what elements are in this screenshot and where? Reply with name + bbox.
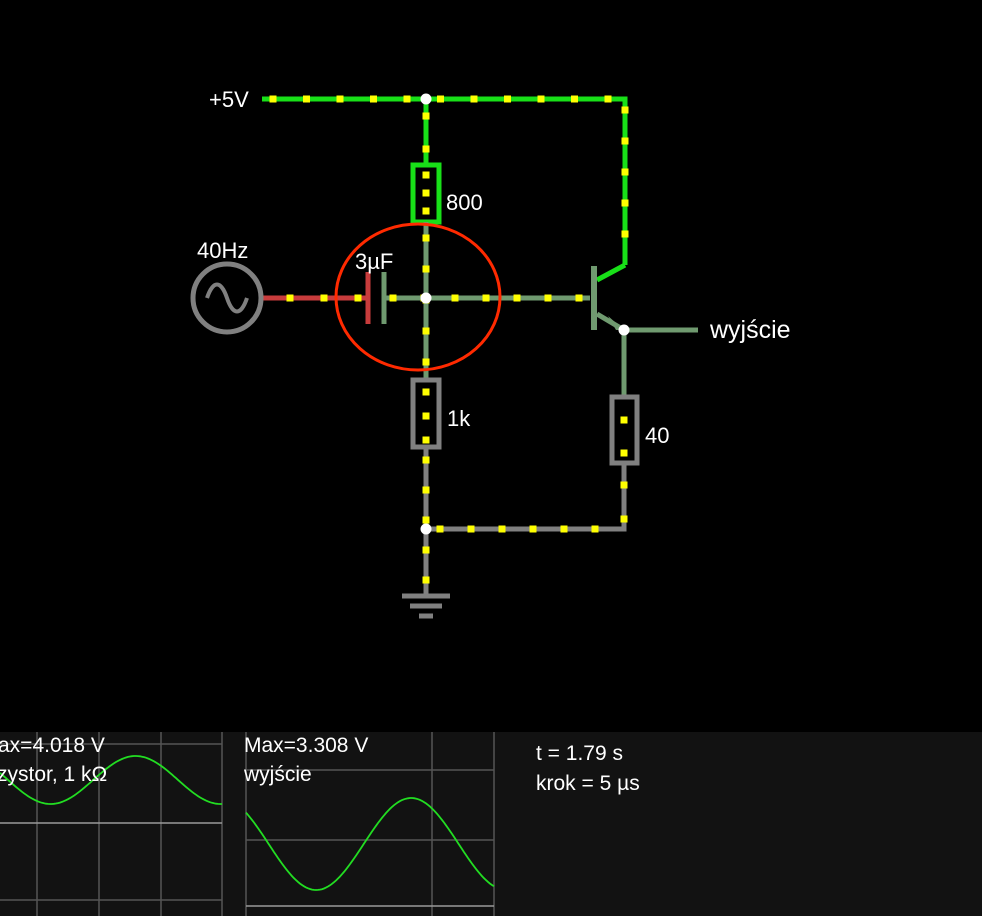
scope-1[interactable]	[0, 732, 226, 916]
current-dot	[498, 525, 506, 533]
current-dot	[537, 95, 545, 103]
scope-2-name: wyjście	[244, 763, 312, 786]
current-dot	[303, 95, 310, 103]
sim-step-label: krok = 5 µs	[536, 772, 640, 795]
current-dot	[620, 515, 628, 523]
current-dot	[575, 294, 583, 302]
supply-label: +5V	[209, 87, 249, 112]
current-dots	[269, 95, 629, 584]
current-dot	[422, 112, 430, 120]
current-dot	[621, 199, 629, 207]
resistor-800-label: 800	[446, 190, 483, 215]
ac-source-icon[interactable]	[190, 261, 264, 335]
current-dot	[422, 171, 430, 179]
current-dot	[620, 481, 628, 489]
circuit-canvas[interactable]	[0, 0, 982, 732]
scope-2-trace	[245, 797, 495, 891]
resistor-40-label: 40	[645, 423, 670, 448]
resistor-1k-label: 1k	[447, 406, 471, 431]
current-dot	[591, 525, 599, 533]
current-dot	[422, 412, 430, 420]
current-dot	[320, 294, 328, 302]
current-dot	[529, 525, 537, 533]
current-dot	[470, 95, 478, 103]
current-dot	[422, 265, 430, 273]
current-dot	[269, 95, 277, 103]
current-dot	[354, 294, 362, 302]
current-dot	[436, 525, 444, 533]
current-dot	[422, 207, 430, 215]
current-dot	[422, 189, 430, 197]
current-dot	[621, 106, 629, 114]
current-dot	[482, 294, 490, 302]
current-dot	[422, 388, 430, 396]
current-dot	[621, 230, 629, 238]
current-dot	[422, 436, 430, 444]
capacitor-3uf[interactable]	[365, 272, 387, 324]
current-dot	[621, 137, 629, 145]
current-dot	[422, 516, 430, 524]
current-dot	[604, 95, 612, 103]
current-dot	[620, 449, 628, 457]
junction-nodes	[420, 93, 630, 535]
sim-time-label: t = 1.79 s	[536, 742, 623, 765]
highlight-circle	[334, 222, 502, 372]
current-dot	[504, 95, 511, 103]
current-dot	[286, 294, 294, 302]
output-label: wyjście	[710, 316, 791, 344]
current-dot	[513, 294, 521, 302]
supply-rail-wire[interactable]	[262, 96, 628, 265]
scope-1-trace	[0, 755, 222, 805]
ground-icon	[402, 593, 450, 619]
current-dot	[620, 416, 628, 424]
current-dot	[422, 145, 430, 153]
current-dot	[544, 294, 552, 302]
current-dot	[422, 456, 430, 464]
ground-wire[interactable]	[423, 447, 627, 596]
current-dot	[422, 327, 430, 335]
scope-2-max: Max=3.308 V	[244, 734, 369, 757]
current-dot	[571, 95, 578, 103]
capacitor-label: 3µF	[355, 249, 394, 274]
current-dot	[560, 525, 568, 533]
current-dot	[467, 525, 475, 533]
scope-panel: ax=4.018 V zystor, 1 kΩ Max=3.308 V wyjś…	[0, 732, 982, 916]
current-dot	[422, 234, 430, 242]
current-dot	[422, 546, 430, 554]
current-dot	[621, 168, 629, 176]
current-dot	[389, 294, 397, 302]
scope-1-name: zystor, 1 kΩ	[0, 763, 108, 786]
collector-wire[interactable]	[595, 262, 627, 283]
current-dot	[451, 294, 459, 302]
current-dot	[422, 486, 430, 494]
current-dot	[437, 95, 444, 103]
source-frequency-label: 40Hz	[197, 238, 249, 263]
current-dot	[422, 358, 430, 366]
scope-1-max: ax=4.018 V	[0, 734, 105, 757]
current-dot	[370, 95, 377, 103]
scope-2[interactable]	[236, 732, 496, 916]
current-dot	[336, 95, 344, 103]
current-dot	[422, 576, 430, 584]
current-dot	[403, 95, 411, 103]
